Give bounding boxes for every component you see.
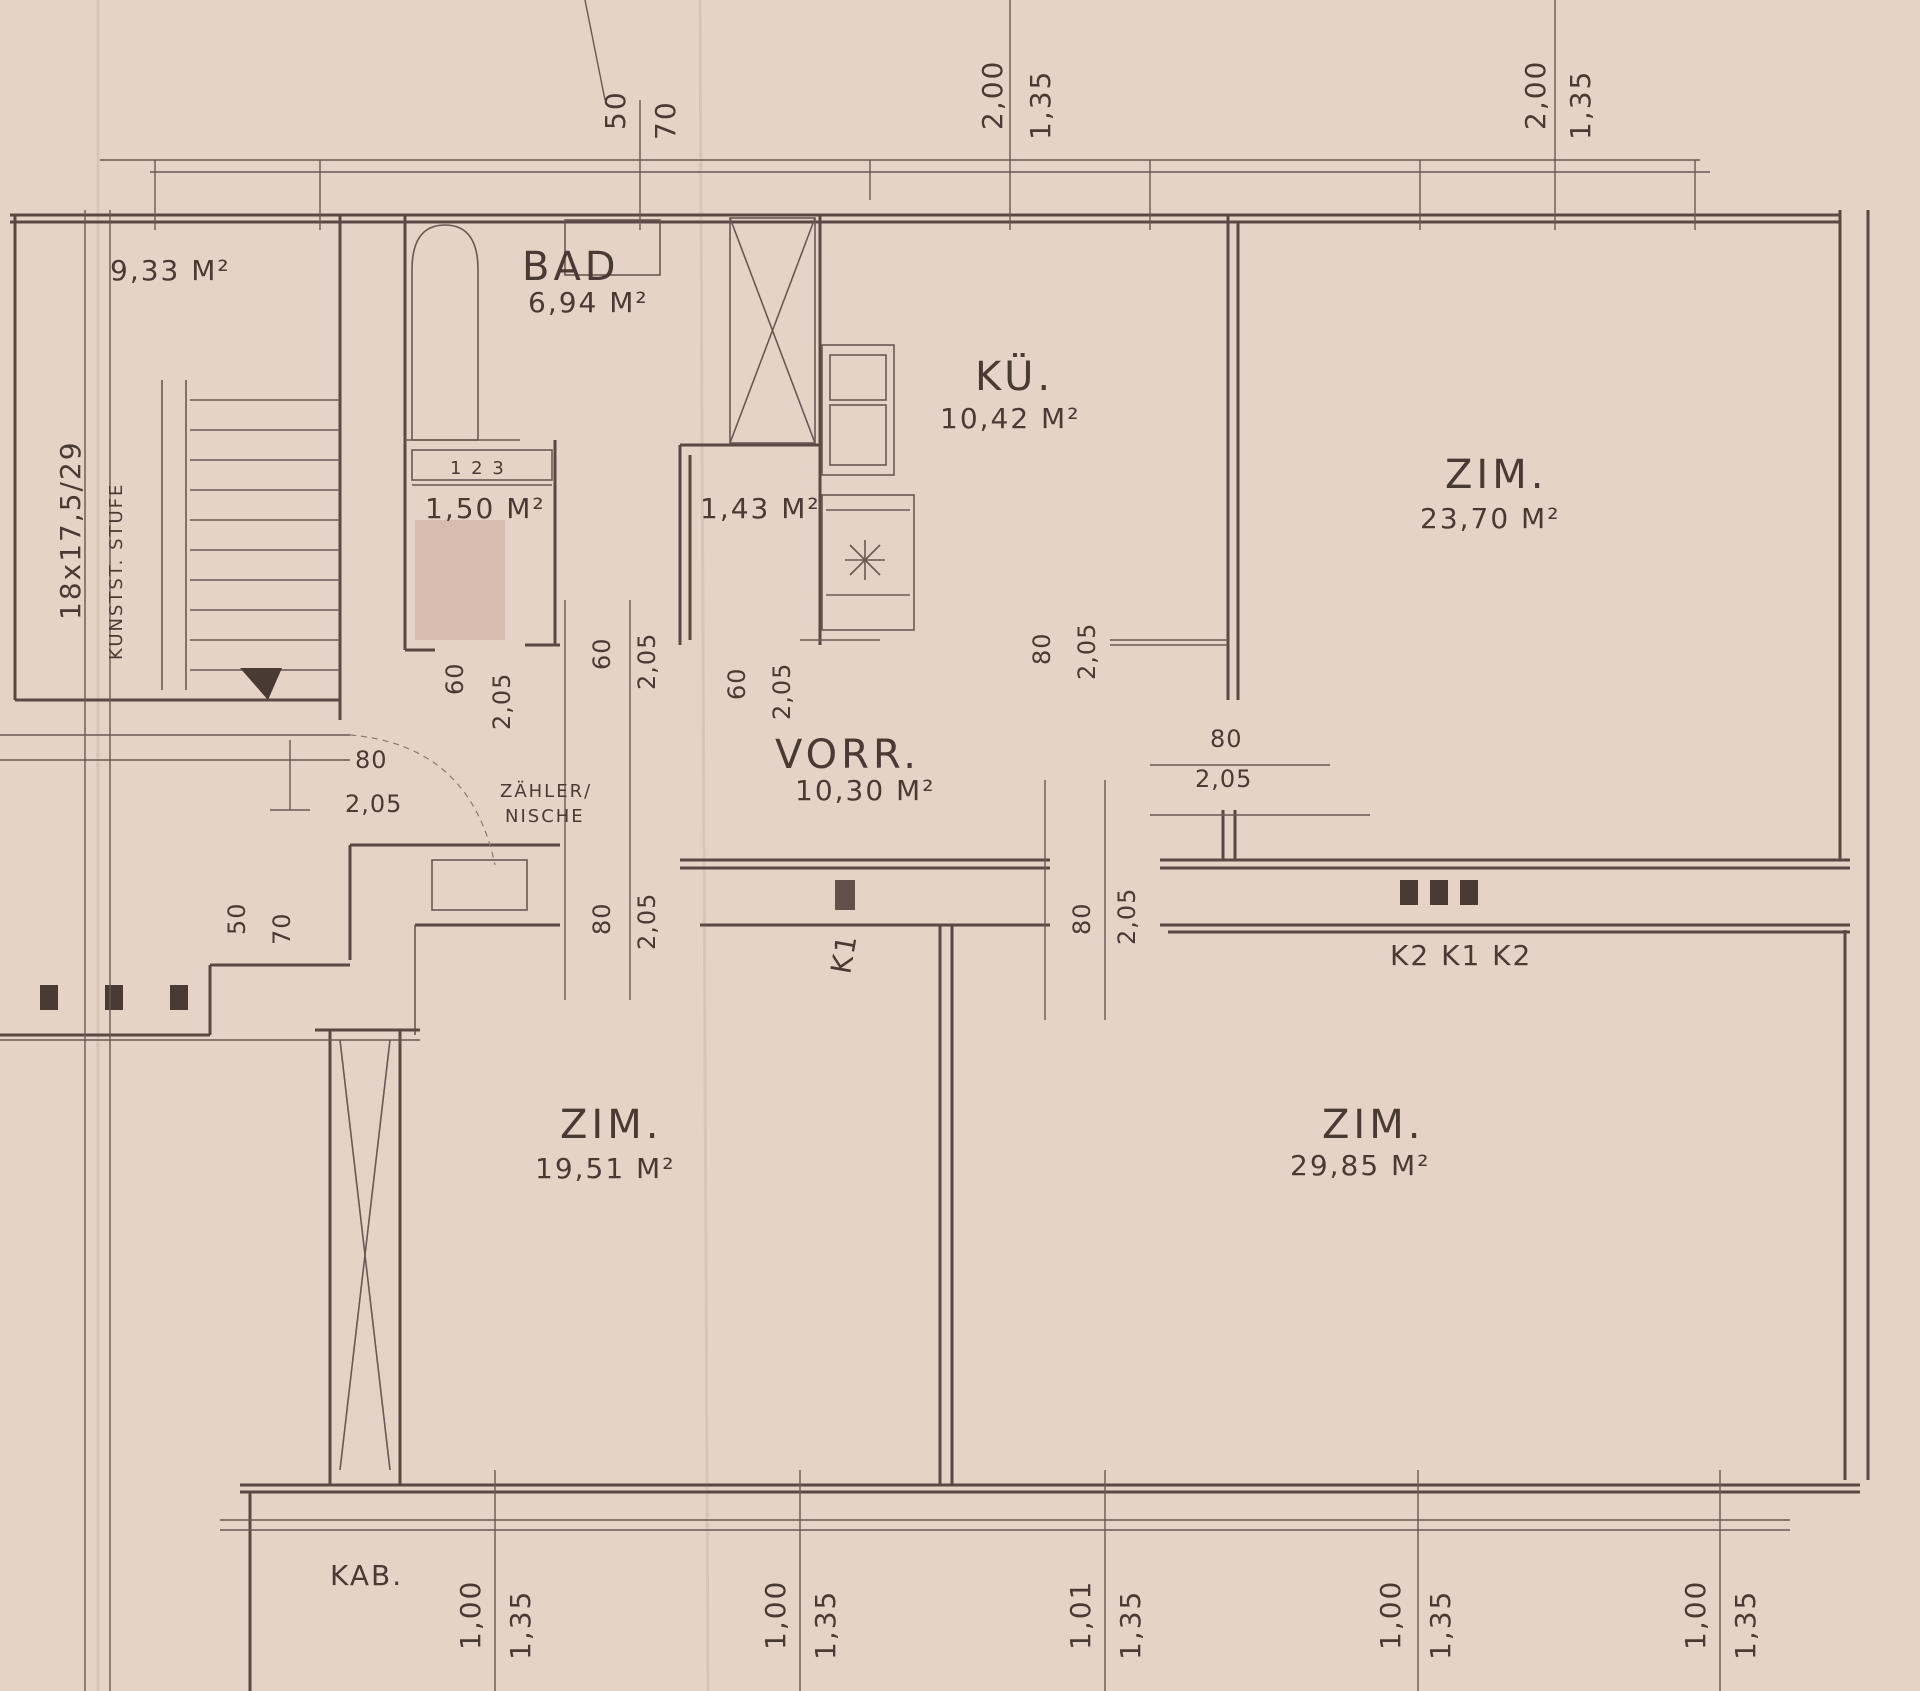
dim-label: 1,01 — [1064, 1580, 1097, 1650]
dim-label: 1,35 — [1114, 1590, 1147, 1660]
dim-label: 2,05 — [633, 893, 661, 950]
dim-label: 2,05 — [768, 663, 796, 720]
bad-room-label: BAD — [522, 244, 620, 290]
stair-arrow-icon — [240, 668, 282, 700]
dim-label: 60 — [441, 662, 469, 695]
kueche-room-label: KÜ. — [975, 352, 1054, 400]
zim-ne-room-label: ZIM. — [1445, 452, 1547, 498]
kueche-area-label: 10,42 M² — [940, 402, 1080, 435]
stair-area-label: 9,33 M² — [110, 254, 231, 287]
zim-ne-area-label: 23,70 M² — [1420, 502, 1560, 535]
dim-label: 80 — [588, 902, 616, 935]
chimney-icon — [170, 985, 188, 1010]
bad-area-label: 6,94 M² — [528, 286, 649, 319]
fixtures — [190, 217, 915, 911]
room-labels: 9,33 M² 18x17,5/29 KUNSTST. STUFE BAD 6,… — [54, 244, 1560, 1592]
dim-label: 70 — [649, 100, 682, 140]
dim-label: 2,05 — [488, 673, 516, 730]
dim-label: 1,00 — [759, 1580, 792, 1650]
dim-label: 2,05 — [1195, 765, 1252, 793]
chimney-icon — [40, 985, 58, 1010]
zaehler-label: ZÄHLER/ — [500, 781, 592, 802]
dim-label: 80 — [1028, 632, 1056, 665]
k-group-label: K2 K1 K2 — [1390, 939, 1532, 972]
wc-numbers-label: 1 2 3 — [450, 458, 506, 479]
zim-sw-room-label: ZIM. — [560, 1102, 662, 1148]
dim-label: 60 — [588, 637, 616, 670]
stair-spec-label: 18x17,5/29 — [54, 440, 87, 620]
storage-area-label: 1,43 M² — [700, 492, 821, 525]
dim-label: 1,00 — [1679, 1580, 1712, 1650]
chimney-icon — [1400, 880, 1418, 905]
dim-label: 80 — [1210, 725, 1243, 753]
dim-label: 1,35 — [1424, 1590, 1457, 1660]
dim-label: 60 — [723, 667, 751, 700]
dim-label: 2,05 — [1073, 623, 1101, 680]
dim-label: 50 — [599, 90, 632, 130]
dim-label: 2,00 — [1519, 60, 1552, 130]
paper-fold-line — [698, 0, 710, 1691]
dim-label: 1,35 — [1024, 70, 1057, 140]
chimney-markers — [40, 880, 1478, 1010]
chimney-icon — [105, 985, 123, 1010]
k1-label: K1 — [824, 931, 863, 976]
nische-label: NISCHE — [505, 806, 585, 827]
dim-label: 80 — [355, 746, 388, 774]
dim-label: 2,05 — [633, 633, 661, 690]
dim-label: 1,35 — [1564, 70, 1597, 140]
dim-label: 2,00 — [976, 60, 1009, 130]
zim-se-area-label: 29,85 M² — [1290, 1149, 1430, 1182]
chimney-icon — [835, 880, 855, 910]
dim-label: 1,00 — [454, 1580, 487, 1650]
walls — [0, 210, 1870, 1691]
chimney-icon — [1430, 880, 1448, 905]
vorr-room-label: VORR. — [775, 732, 920, 778]
dim-label: 2,05 — [345, 790, 402, 818]
chimney-icon — [1460, 880, 1478, 905]
dim-label: 1,00 — [1374, 1580, 1407, 1650]
dim-label: 50 — [223, 902, 251, 935]
dim-label: 80 — [1068, 902, 1096, 935]
dim-label: 1,35 — [1729, 1590, 1762, 1660]
dim-label: 2,05 — [1113, 888, 1141, 945]
stair-material-label: KUNSTST. STUFE — [106, 483, 127, 660]
zim-se-room-label: ZIM. — [1322, 1102, 1424, 1148]
dimension-lines — [0, 0, 1790, 1691]
vorr-area-label: 10,30 M² — [795, 774, 935, 807]
wc-area-label: 1,50 M² — [425, 492, 546, 525]
dim-label: 70 — [268, 912, 296, 945]
dim-label: 1,35 — [809, 1590, 842, 1660]
dim-label: 1,35 — [504, 1590, 537, 1660]
kab-label: KAB. — [330, 1559, 403, 1592]
dimension-labels: 50 70 2,00 1,35 2,00 1,35 60 2,05 60 2,0… — [223, 60, 1762, 1660]
zim-sw-area-label: 19,51 M² — [535, 1152, 675, 1185]
